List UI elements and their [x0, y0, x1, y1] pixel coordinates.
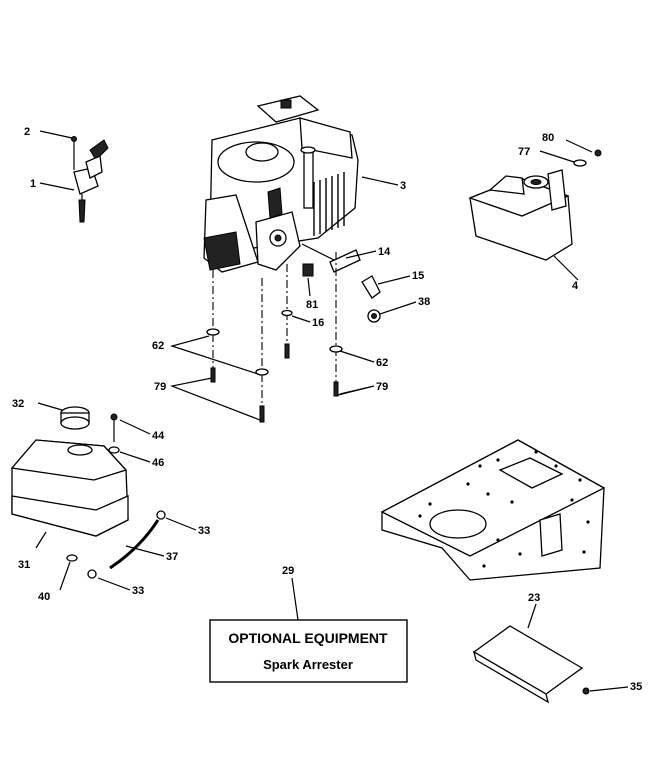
callout-38: 38 — [418, 296, 430, 308]
callout-79-left: 79 — [154, 381, 166, 393]
engine-mounting — [169, 252, 375, 423]
callout-79-right: 79 — [376, 381, 388, 393]
callout-46: 46 — [152, 457, 164, 469]
callout-35: 35 — [630, 681, 642, 693]
callout-44: 44 — [152, 430, 165, 442]
callout-1: 1 — [30, 178, 36, 190]
fuel-fittings — [301, 243, 417, 323]
callout-77: 77 — [518, 146, 530, 158]
engine — [203, 95, 359, 273]
callout-23: 23 — [528, 592, 540, 604]
optional-equipment-subtitle: Spark Arrester — [263, 657, 353, 672]
callout-62-left: 62 — [152, 340, 164, 352]
callout-33-lower: 33 — [132, 585, 144, 597]
callout-33-upper: 33 — [198, 525, 210, 537]
callout-2: 2 — [24, 126, 30, 138]
callout-4: 4 — [572, 280, 579, 292]
optional-equipment-box — [209, 577, 408, 683]
callout-labels: 2 1 3 80 77 4 14 15 81 38 16 62 62 79 79… — [12, 126, 642, 693]
callout-3: 3 — [400, 180, 406, 192]
callout-29: 29 — [282, 565, 294, 577]
callout-62-right: 62 — [376, 357, 388, 369]
callout-31: 31 — [18, 559, 30, 571]
throttle-control — [39, 130, 109, 223]
callout-15: 15 — [412, 270, 424, 282]
fuel-tank — [10, 402, 197, 591]
callout-14: 14 — [378, 246, 391, 258]
callout-40: 40 — [38, 591, 50, 603]
optional-equipment-title: OPTIONAL EQUIPMENT — [228, 630, 388, 646]
callout-80: 80 — [542, 132, 554, 144]
callout-32: 32 — [12, 398, 24, 410]
spark-arrester — [472, 603, 629, 704]
callout-16: 16 — [312, 317, 324, 329]
callout-81: 81 — [306, 299, 318, 311]
frame-plate — [380, 439, 606, 581]
callout-37: 37 — [166, 551, 178, 563]
muffler — [468, 139, 602, 281]
